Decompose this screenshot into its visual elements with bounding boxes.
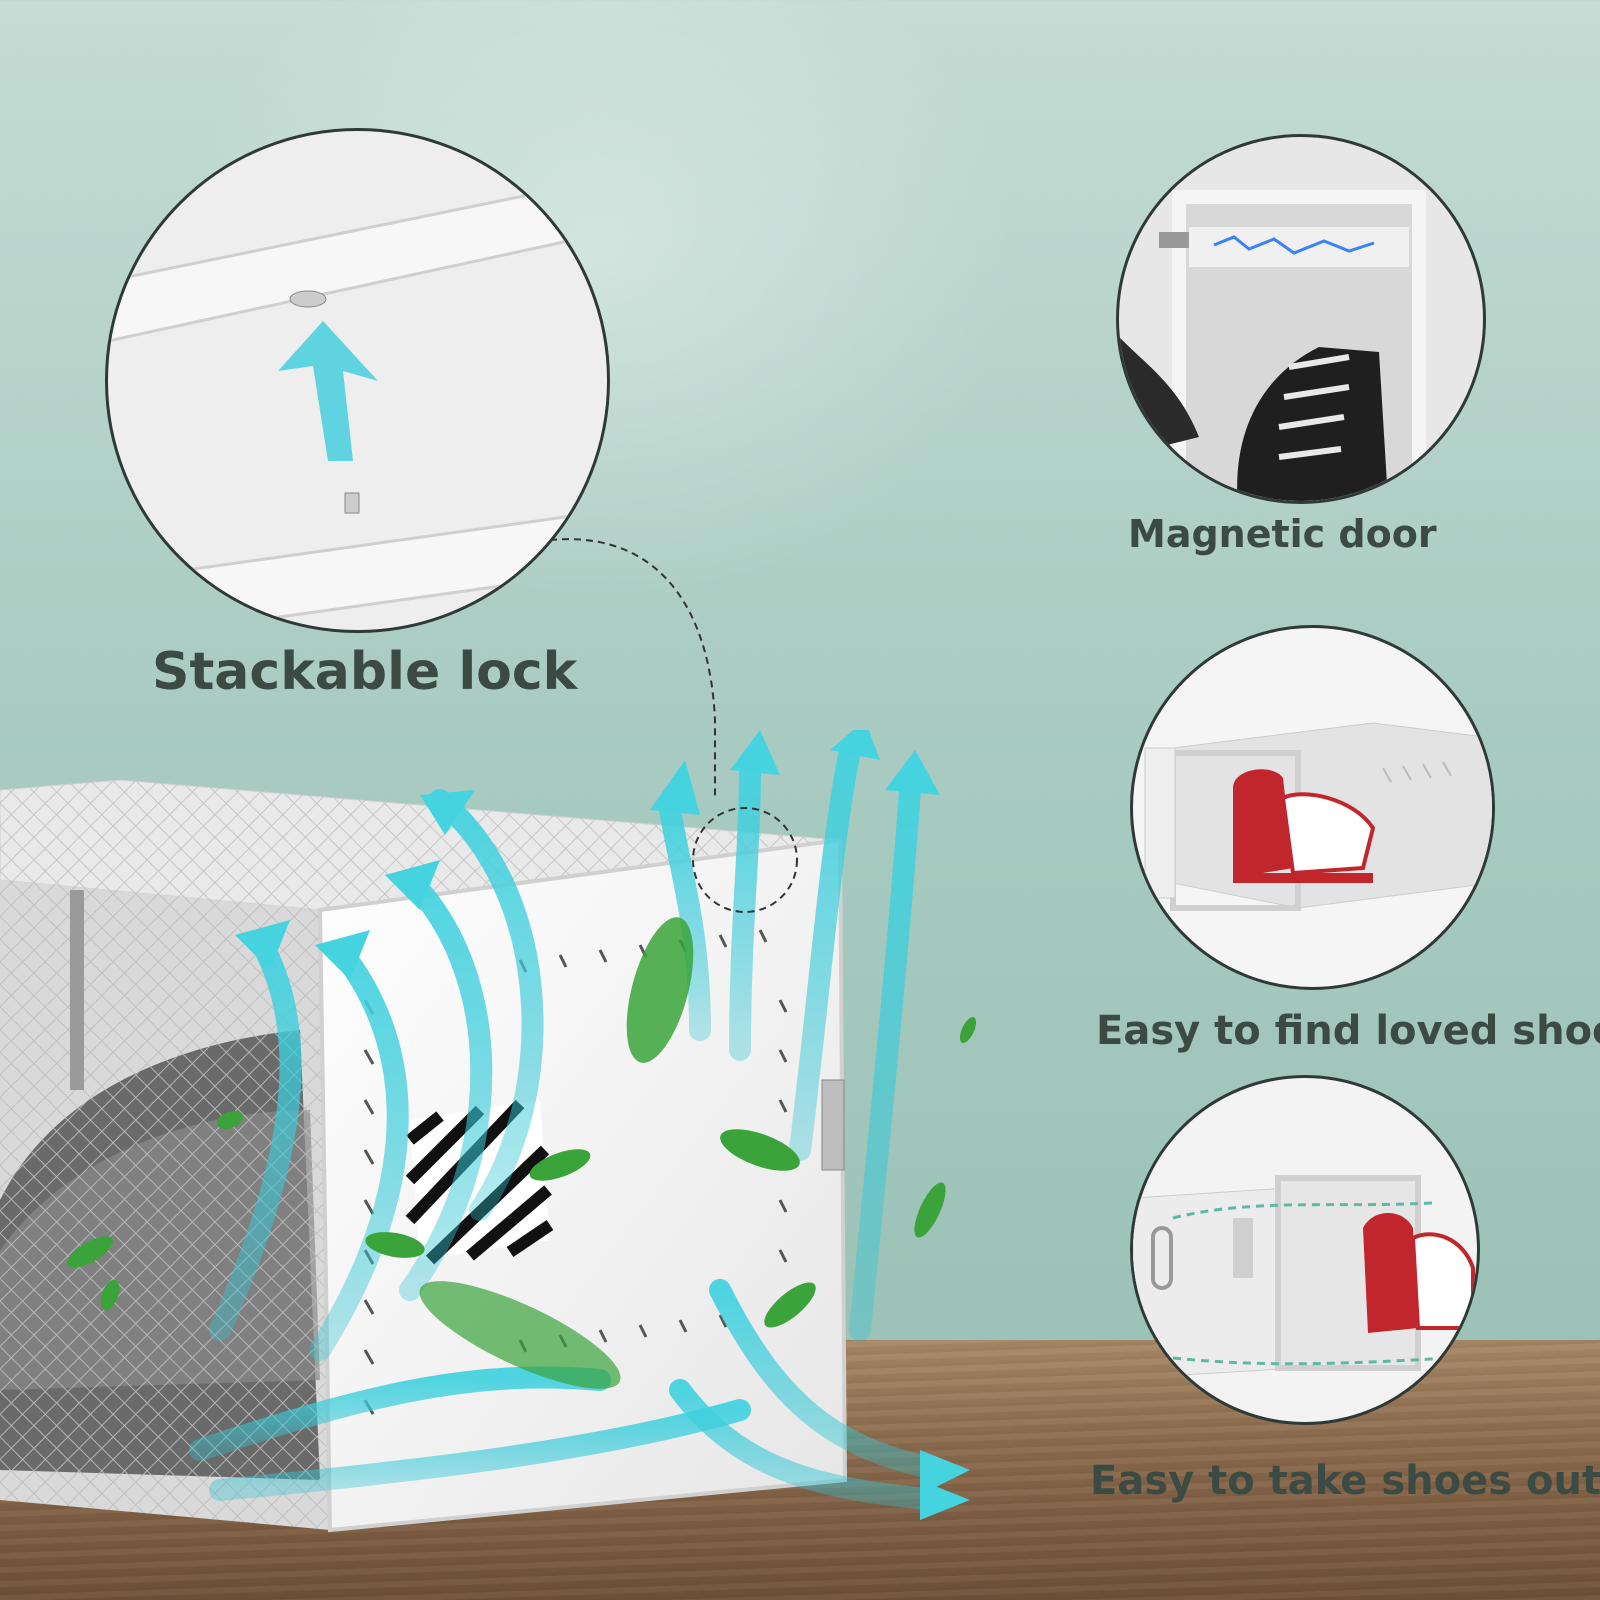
find-shoes-image <box>1130 625 1495 990</box>
shoe-box <box>0 780 860 1540</box>
take-out-label: Easy to take shoes out <box>1090 1458 1600 1504</box>
leaves <box>0 900 1000 1400</box>
find-shoes-label: Easy to find loved shoes <box>1096 1008 1600 1054</box>
airflow-arrows <box>180 730 980 1520</box>
take-out-image <box>1130 1075 1480 1425</box>
stackable-lock-label: Stackable lock <box>152 642 578 702</box>
magnetic-door-label: Magnetic door <box>1128 512 1437 556</box>
stackable-lock-image <box>105 128 610 633</box>
magnetic-door-image <box>1116 134 1486 504</box>
